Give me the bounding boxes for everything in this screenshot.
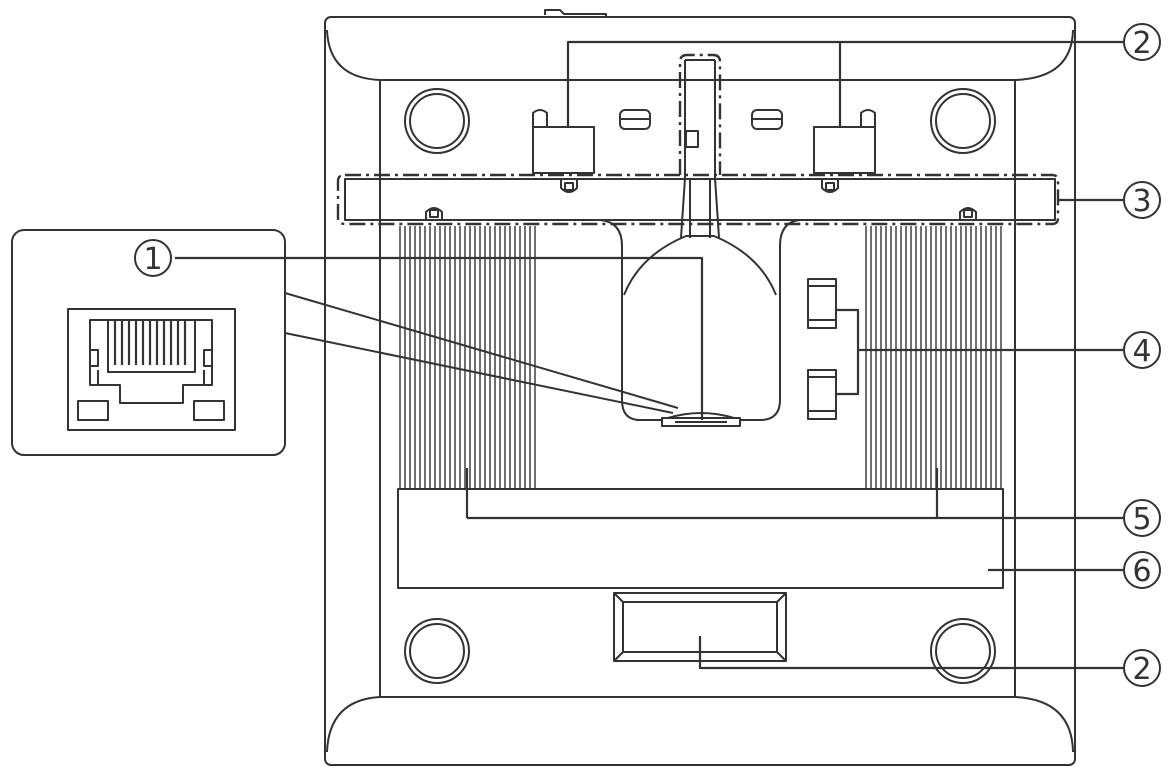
- rubber-foot-top-right: [930, 88, 996, 154]
- device-outline: [324, 16, 1076, 766]
- lan-port-opening: [661, 417, 741, 427]
- hook-rail: [344, 178, 1056, 221]
- device-body: [324, 9, 1076, 766]
- svg-text:3: 3: [1132, 184, 1151, 219]
- svg-text:1: 1: [143, 242, 162, 277]
- callout-4: 4: [1123, 331, 1161, 369]
- svg-text:6: 6: [1132, 554, 1151, 589]
- mount-slots-top: [532, 109, 876, 174]
- svg-text:5: 5: [1132, 502, 1151, 537]
- rubber-foot-bottom-left: [404, 618, 470, 684]
- rubber-feet: [404, 88, 996, 684]
- svg-text:4: 4: [1132, 334, 1151, 369]
- callout-2-bottom: 2: [1123, 649, 1161, 687]
- vents-left: [399, 226, 536, 488]
- callout-6: 6: [1123, 551, 1161, 589]
- svg-text:2: 2: [1132, 652, 1151, 687]
- leader-lines: [175, 40, 1125, 670]
- leader-c4: [836, 308, 1125, 396]
- callout-3: 3: [1123, 181, 1161, 219]
- callout-5: 5: [1123, 499, 1161, 537]
- leader-c2-top: [566, 40, 1125, 127]
- leader-c5: [465, 468, 1125, 520]
- rj45-inset: [11, 229, 679, 456]
- rubber-foot-bottom-right: [930, 618, 996, 684]
- label-area: [397, 488, 1004, 589]
- rail-highlight: [336, 173, 1060, 226]
- cable-recess: [345, 59, 1055, 427]
- svg-text:2: 2: [1132, 26, 1151, 61]
- channel-highlight: [678, 53, 722, 175]
- leader-c2-bottom: [698, 636, 1125, 670]
- inset-frame: [11, 229, 286, 456]
- callout-2-top: 2: [1123, 23, 1161, 61]
- callouts: 1 2 3 4 5 6 2: [134, 23, 1161, 687]
- vents-right: [865, 226, 1002, 488]
- rubber-foot-top-left: [404, 88, 470, 154]
- side-clips: [807, 278, 837, 420]
- leader-c1: [175, 256, 704, 420]
- highlight-outlines: [336, 53, 1060, 226]
- callout-1: 1: [134, 239, 172, 277]
